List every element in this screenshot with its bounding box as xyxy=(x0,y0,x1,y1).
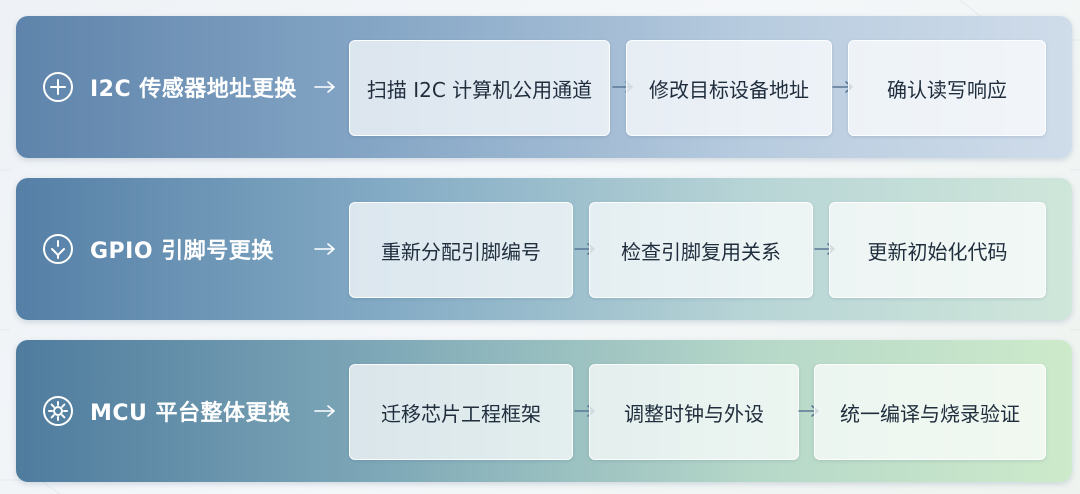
step-box: 确认读写响应 xyxy=(848,40,1046,136)
pin-circle-icon xyxy=(42,233,74,265)
step-box: 重新分配引脚编号 xyxy=(349,202,573,298)
row-title: MCU 平台整体更换 xyxy=(90,401,291,426)
step-box: 修改目标设备地址 xyxy=(626,40,832,136)
arrow-right-icon xyxy=(314,81,335,93)
step-box: 迁移芯片工程框架 xyxy=(349,364,573,460)
step-box: 统一编译与烧录验证 xyxy=(814,364,1046,460)
row-header: I2C 传感器地址更换 xyxy=(42,16,297,158)
step-box: 更新初始化代码 xyxy=(829,202,1046,298)
row-mcu-platform-change: MCU 平台整体更换 迁移芯片工程框架 调整时钟与外设 统一编译与烧录验证 xyxy=(16,340,1072,482)
row-title: I2C 传感器地址更换 xyxy=(90,77,297,102)
step-box: 调整时钟与外设 xyxy=(589,364,799,460)
gear-icon xyxy=(42,395,74,427)
arrow-right-icon xyxy=(314,405,335,417)
row-i2c-address-change: I2C 传感器地址更换 扫描 I2C 计算机公用通道 修改目标设备地址 确认读写… xyxy=(16,16,1072,158)
plus-circle-icon xyxy=(42,71,74,103)
step-box: 检查引脚复用关系 xyxy=(589,202,813,298)
step-box: 扫描 I2C 计算机公用通道 xyxy=(349,40,610,136)
row-header: GPIO 引脚号更换 xyxy=(42,178,274,320)
row-header: MCU 平台整体更换 xyxy=(42,340,291,482)
row-title: GPIO 引脚号更换 xyxy=(90,239,274,264)
arrow-right-icon xyxy=(314,243,335,255)
row-gpio-pin-change: GPIO 引脚号更换 重新分配引脚编号 检查引脚复用关系 更新初始化代码 xyxy=(16,178,1072,320)
